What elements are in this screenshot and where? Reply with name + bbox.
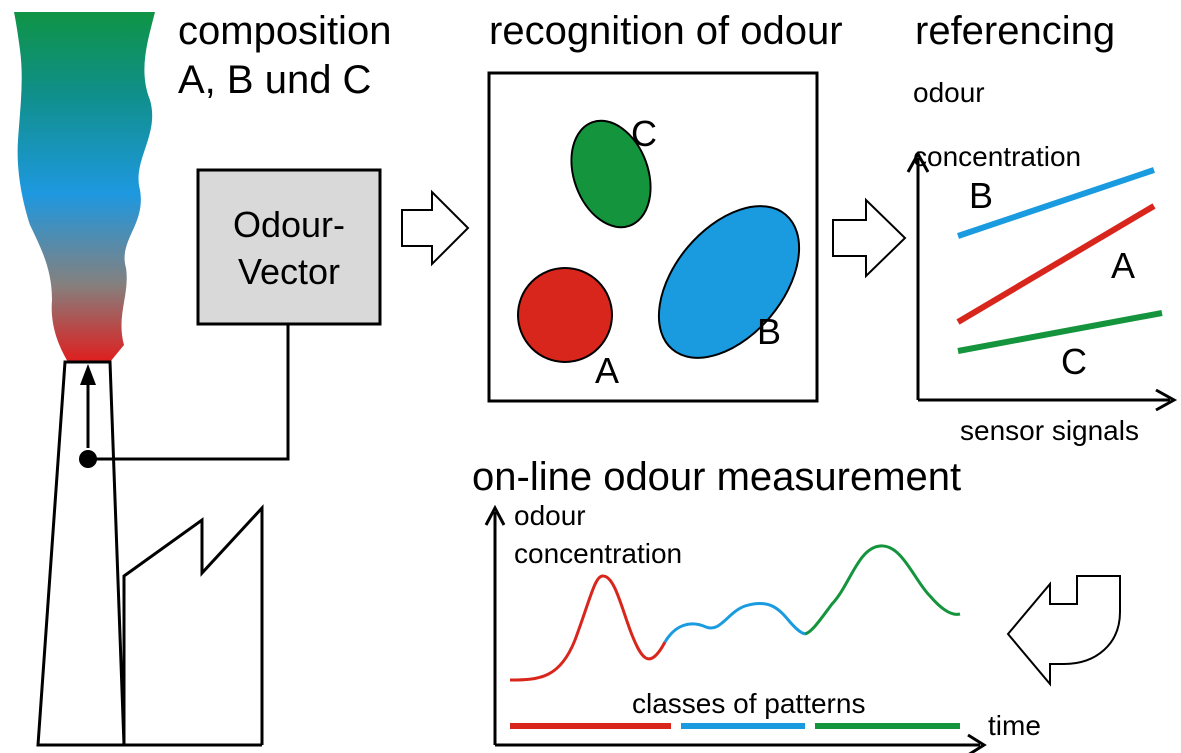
reference-line-b <box>957 167 1155 239</box>
curved-return-arrow-icon <box>1006 575 1121 687</box>
odour-vector-box <box>196 168 382 326</box>
referencing-y-arrow-icon <box>906 150 930 173</box>
online-ylabel-line2: concentration <box>514 538 682 569</box>
factory-building <box>122 504 264 745</box>
odour-vector-line2: Vector <box>238 251 340 292</box>
sensor-cable <box>88 324 290 461</box>
cluster-a <box>517 267 613 363</box>
recognition-title: recognition of odour <box>489 9 843 53</box>
flow-arrow-icon <box>80 364 96 385</box>
online-title: on-line odour measurement <box>472 455 961 499</box>
referencing-ylabel-line2: concentration <box>913 141 1081 172</box>
cluster-label-c: C <box>631 113 657 154</box>
cluster-label-b: B <box>757 311 781 352</box>
reference-label-a: A <box>1111 245 1135 286</box>
cluster-b <box>657 205 801 359</box>
reference-line-c <box>957 310 1163 354</box>
referencing-x-arrow-icon <box>1155 388 1178 412</box>
online-ylabel-line1: odour <box>514 500 586 531</box>
signal-segment-b <box>663 601 806 643</box>
hollow-arrow-icon <box>832 197 907 279</box>
referencing-title: referencing <box>915 9 1115 53</box>
composition-line2: A, B und C <box>178 58 371 102</box>
referencing-xlabel: sensor signals <box>960 415 1139 446</box>
odour-vector-line1: Odour- <box>233 204 345 245</box>
online-x-arrow-icon <box>967 733 987 753</box>
cluster-c <box>570 119 652 229</box>
smoke-plume <box>14 12 155 362</box>
chimney <box>36 360 126 747</box>
time-label: time <box>988 710 1041 741</box>
signal-segment-a <box>509 574 667 682</box>
signal-segment-c <box>804 544 961 636</box>
reference-label-c: C <box>1061 341 1087 382</box>
classes-of-patterns-label: classes of patterns <box>632 688 865 719</box>
composition-line1: composition <box>178 9 391 53</box>
online-y-arrow-icon <box>484 504 506 526</box>
cluster-label-a: A <box>595 350 619 391</box>
referencing-ylabel-line1: odour <box>913 77 985 108</box>
reference-label-b: B <box>969 175 993 216</box>
hollow-arrow-icon <box>401 189 470 267</box>
reference-line-a <box>956 203 1156 325</box>
